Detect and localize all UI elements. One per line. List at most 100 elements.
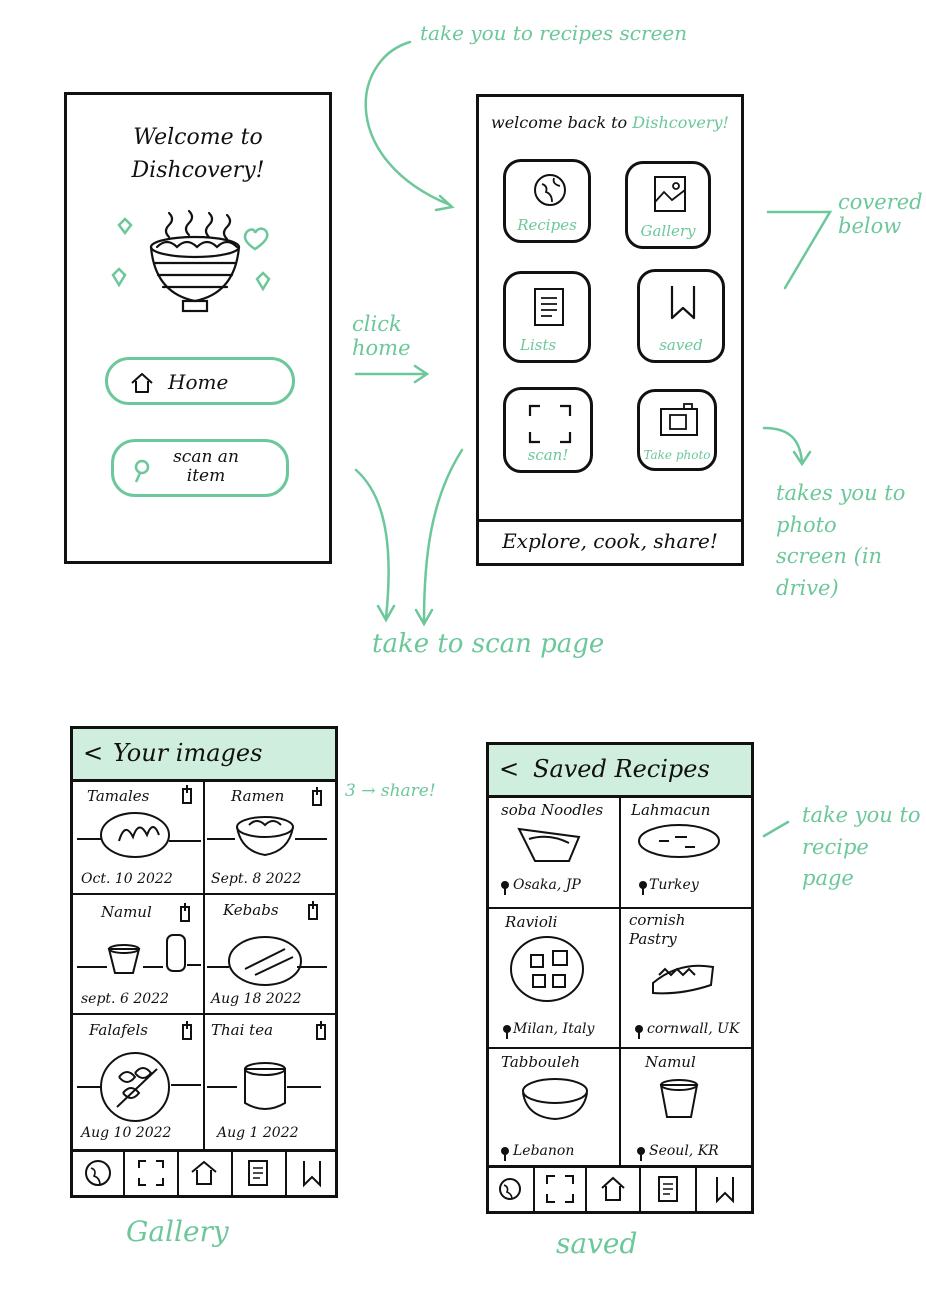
saved-grid-hline-1	[489, 907, 751, 909]
gallery-bottom-nav	[73, 1151, 335, 1195]
annotation-photo-screen: takes you to photo screen (in drive)	[776, 481, 906, 600]
saved-item-title: Namul	[645, 1053, 696, 1071]
bookmark-icon	[670, 286, 696, 320]
home-icon	[191, 1160, 217, 1185]
gallery-item-date: sept. 6 2022	[81, 991, 169, 1007]
annotation-scan-page: take to scan page	[372, 629, 605, 659]
bookmark-icon	[303, 1161, 321, 1188]
gallery-item-date: Oct. 10 2022	[81, 871, 173, 887]
saved-item-location: Turkey	[649, 877, 699, 893]
saved-item-title: soba Noodles	[501, 801, 604, 819]
nav-home-button[interactable]	[587, 1167, 639, 1211]
nav-divider	[639, 1167, 641, 1211]
globe-icon	[85, 1160, 111, 1186]
nav-globe-button[interactable]	[489, 1167, 531, 1211]
location-pin-icons	[501, 881, 647, 1161]
saved-item-title: cornish Pastry	[629, 911, 686, 948]
gallery-item-date: Sept. 8 2022	[211, 871, 302, 887]
gallery-header	[73, 729, 335, 782]
arrow-scan-2	[422, 448, 464, 624]
nav-divider	[231, 1151, 233, 1195]
home-icon	[131, 373, 153, 393]
saved-food-sketches	[501, 824, 720, 1161]
gallery-nav-divider	[73, 1149, 335, 1152]
tile-saved-label: saved	[659, 336, 703, 354]
tile-recipes[interactable]: Recipes	[503, 159, 591, 243]
tile-recipes-label: Recipes	[517, 216, 577, 234]
share-icon	[316, 1021, 326, 1040]
saved-grid-vline	[619, 797, 621, 1165]
welcome-screen: Welcome to Dishcovery! Home	[64, 92, 332, 564]
nav-list-button[interactable]	[641, 1167, 695, 1211]
share-icon	[182, 785, 192, 804]
annotation-recipe-page: take you to recipe page	[802, 803, 921, 890]
tile-lists[interactable]: Lists	[503, 271, 591, 363]
saved-item-location: cornwall, UK	[647, 1021, 740, 1037]
gallery-back-button[interactable]: <	[83, 739, 104, 767]
gallery-item-title: Thai tea	[211, 1021, 274, 1039]
saved-back-button[interactable]: <	[499, 755, 520, 783]
home-footer-text: Explore, cook, share!	[502, 529, 718, 553]
gallery-item-date: Aug 18 2022	[211, 991, 302, 1007]
tile-take-photo-label: Take photo	[643, 448, 711, 462]
tile-scan[interactable]: scan!	[503, 387, 593, 473]
saved-grid-hline-2	[489, 1047, 751, 1049]
nav-divider	[533, 1167, 535, 1211]
share-icon	[182, 1021, 192, 1040]
tile-take-photo[interactable]: Take photo	[637, 389, 717, 471]
saved-screen: < Saved Recipes soba Noodles Lahmacun Ra…	[486, 742, 754, 1214]
home-title-brand: Dishcovery!	[632, 113, 729, 132]
arrow-to-photo	[762, 426, 804, 464]
list-icon	[658, 1176, 678, 1202]
search-icon	[134, 459, 150, 483]
scan-icon	[138, 1160, 164, 1186]
saved-item-location: Seoul, KR	[649, 1143, 719, 1159]
home-footer-divider	[479, 519, 741, 522]
home-button-label: Home	[168, 370, 229, 394]
nav-bookmark-button[interactable]	[287, 1151, 337, 1195]
scan-item-label: scan an item	[173, 447, 239, 486]
bracket-covered-below	[766, 210, 833, 290]
nav-scan-button[interactable]	[125, 1151, 177, 1195]
saved-item-title: Tabbouleh	[501, 1053, 581, 1071]
tile-gallery[interactable]: Gallery	[625, 161, 711, 249]
caption-saved: saved	[556, 1227, 638, 1260]
annotation-recipes-screen: take you to recipes screen	[420, 21, 688, 45]
annotation-covered-below: covered below	[838, 190, 923, 239]
saved-item-title: Lahmacun	[631, 801, 711, 819]
gallery-item-title: Namul	[101, 903, 152, 921]
list-icon	[534, 288, 564, 326]
home-button[interactable]: Home	[105, 357, 295, 405]
scan-icon	[528, 404, 572, 444]
saved-header-title: Saved Recipes	[533, 755, 710, 783]
gallery-grid-hline-1	[73, 893, 335, 895]
saved-item-title: Ravioli	[505, 913, 558, 931]
annotation-share: 3 → share!	[345, 781, 436, 801]
list-icon	[248, 1160, 268, 1186]
nav-globe-button[interactable]	[73, 1151, 123, 1195]
saved-bottom-nav	[489, 1167, 751, 1211]
nav-divider	[585, 1167, 587, 1211]
gallery-grid-vline	[203, 781, 205, 1150]
share-icon	[312, 787, 322, 806]
scan-item-button[interactable]: scan an item	[111, 439, 289, 497]
arrow-to-recipes	[364, 40, 452, 207]
nav-scan-button[interactable]	[535, 1167, 585, 1211]
tile-saved[interactable]: saved	[637, 269, 725, 363]
gallery-item-title: Tamales	[87, 787, 150, 805]
nav-divider	[285, 1151, 287, 1195]
home-icon	[601, 1176, 625, 1201]
nav-bookmark-button[interactable]	[697, 1167, 753, 1211]
home-screen: welcome back to Dishcovery! Recipes Gall…	[476, 94, 744, 566]
gallery-grid-hline-2	[73, 1013, 335, 1015]
globe-icon	[534, 174, 566, 206]
nav-list-button[interactable]	[233, 1151, 283, 1195]
arrow-to-recipe-page	[762, 820, 790, 838]
saved-item-location: Milan, Italy	[513, 1021, 595, 1037]
tile-lists-label: Lists	[520, 336, 557, 354]
annotation-click-home: click home	[352, 312, 411, 361]
image-icon	[654, 176, 686, 212]
share-icon	[308, 901, 318, 920]
gallery-item-title: Falafels	[89, 1021, 148, 1039]
nav-home-button[interactable]	[179, 1151, 229, 1195]
